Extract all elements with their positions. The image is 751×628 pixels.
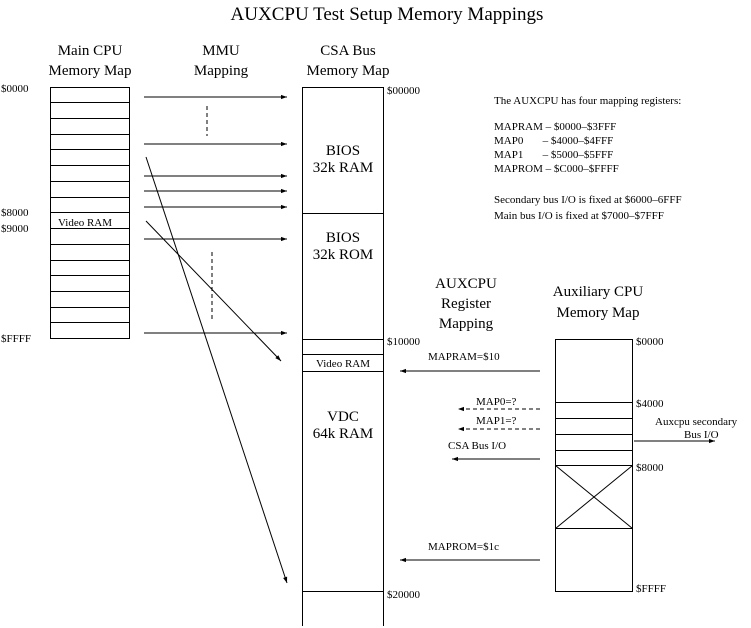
aux-cpu-memory-map — [555, 339, 715, 592]
auxcpu-register-header-line3: Mapping — [439, 316, 494, 332]
mmu-header-line2: Mapping — [194, 63, 249, 79]
vdc-label-line2: 64k RAM — [313, 426, 373, 442]
main-io-note: Main bus I/O is fixed at $7000–$7FFF — [494, 210, 664, 222]
mmu-header-line1: MMU — [202, 43, 240, 59]
main-addr-8000: $8000 — [1, 207, 29, 219]
csa-addr-00000: $00000 — [387, 85, 421, 97]
mmu-diagonal-arrow — [145, 220, 282, 362]
mmu-mapping-arrows — [144, 94, 288, 584]
csa-bus-header-line1: CSA Bus — [320, 43, 376, 59]
secondary-io-note: Secondary bus I/O is fixed at $6000–6FFF — [494, 194, 682, 206]
aux-addr-4000: $4000 — [636, 398, 664, 410]
aux-addr-0000: $0000 — [636, 336, 664, 348]
csa-addr-10000: $10000 — [387, 336, 421, 348]
main-addr-ffff: $FFFF — [1, 333, 31, 345]
csa-bus-io-label: CSA Bus I/O — [448, 440, 506, 452]
diagram-title: AUXCPU Test Setup Memory Mappings — [231, 4, 544, 25]
main-map-addresses: $0000 $8000 $9000 $FFFF — [1, 83, 31, 345]
register-mapping-arrows — [400, 368, 540, 563]
aux-addr-ffff: $FFFF — [636, 583, 666, 595]
aux-addr-8000: $8000 — [636, 462, 664, 474]
main-addr-0000: $0000 — [1, 83, 29, 95]
bios-rom-label-line2: 32k ROM — [313, 247, 373, 263]
map0-label: MAP0=? — [476, 396, 517, 408]
aux-cpu-header-line1: Auxiliary CPU — [553, 284, 644, 300]
bios-rom-label-line1: BIOS — [326, 230, 360, 246]
bios-ram-label-line1: BIOS — [326, 143, 360, 159]
register-mapping-labels: MAPRAM=$10 MAP0=? MAP1=? CSA Bus I/O MAP… — [428, 351, 517, 553]
csa-map-addresses: $00000 $10000 $20000 — [387, 85, 421, 601]
unmapped-cross — [555, 465, 633, 529]
csa-region-labels: BIOS 32k RAM BIOS 32k ROM VDC 64k RAM — [313, 143, 373, 442]
register-line-map0: MAP0 – $4000–$4FFF — [494, 135, 613, 147]
registers-note-intro: The AUXCPU has four mapping registers: — [494, 95, 681, 107]
register-line-mapram: MAPRAM – $0000–$3FFF — [494, 121, 616, 133]
maprom-label: MAPROM=$1c — [428, 541, 499, 553]
registers-note: The AUXCPU has four mapping registers: M… — [494, 95, 682, 222]
mmu-header: MMU Mapping — [194, 43, 249, 79]
aux-secondary-io-label: Auxcpu secondary Bus I/O — [655, 416, 738, 441]
auxcpu-register-header-line2: Register — [441, 296, 491, 312]
main-addr-9000: $9000 — [1, 223, 29, 235]
aux-cpu-header-line2: Memory Map — [557, 305, 640, 321]
vdc-label-line1: VDC — [327, 409, 359, 425]
main-cpu-header: Main CPU Memory Map — [49, 43, 132, 79]
bios-ram-label-line2: 32k RAM — [313, 160, 373, 176]
map1-label: MAP1=? — [476, 415, 517, 427]
aux-map-addresses: $0000 $4000 $8000 $FFFF — [636, 336, 666, 595]
csa-bus-header: CSA Bus Memory Map — [307, 43, 390, 79]
register-line-maprom: MAPROM – $C000–$FFFF — [494, 163, 619, 175]
aux-cpu-header: Auxiliary CPU Memory Map — [553, 284, 644, 321]
auxcpu-register-header: AUXCPU Register Mapping — [435, 276, 497, 332]
main-video-ram-label: Video RAM — [58, 217, 112, 229]
csa-video-ram-label: Video RAM — [316, 358, 370, 370]
main-cpu-header-line2: Memory Map — [49, 63, 132, 79]
csa-addr-20000: $20000 — [387, 589, 421, 601]
auxcpu-register-header-line1: AUXCPU — [435, 276, 497, 292]
main-cpu-memory-map — [50, 87, 130, 339]
aux-secondary-io-line1: Auxcpu secondary — [655, 416, 738, 428]
csa-bus-header-line2: Memory Map — [307, 63, 390, 79]
register-line-map1: MAP1 – $5000–$5FFF — [494, 149, 613, 161]
mmu-diagonal-arrow — [145, 156, 288, 584]
main-cpu-header-line1: Main CPU — [58, 43, 123, 59]
aux-secondary-io-line2: Bus I/O — [684, 429, 719, 441]
mapram-label: MAPRAM=$10 — [428, 351, 500, 363]
csa-bus-memory-map — [302, 87, 384, 626]
